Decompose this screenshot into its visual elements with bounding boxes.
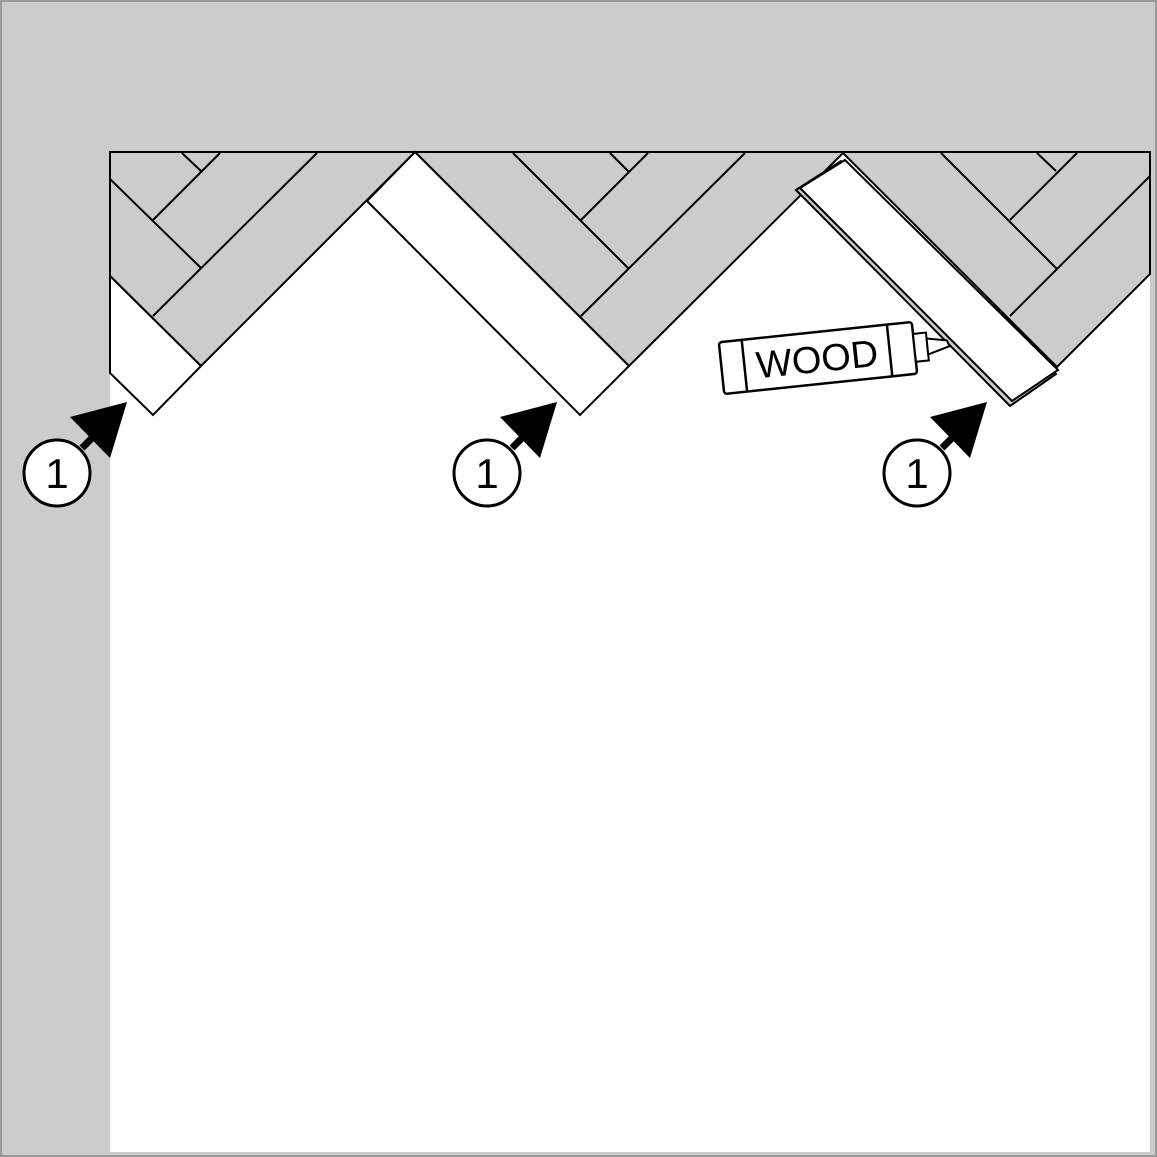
new-plank [794,158,1060,408]
arrow-head-icon [70,402,127,458]
callout-circle [22,438,92,508]
callout-circle [452,438,522,508]
callout-circle [882,438,952,508]
callout-1: 1 [22,402,127,508]
tube-band-left [740,339,749,392]
wood-glue-tube: WOOD [717,321,951,395]
callout-2: 1 [452,402,557,508]
tube-band-right [885,324,894,377]
callout-3: 1 [882,402,987,508]
new-plank-face [798,158,1060,403]
plank-seams [109,151,1151,317]
tube-nozzle [925,337,951,356]
edge-plank-left [109,273,203,417]
edge-plank-middle [365,150,631,417]
arrow-head-icon [500,402,557,458]
arrow-head-icon [930,402,987,458]
callout-number: 1 [475,450,498,497]
callout-number: 1 [905,450,928,497]
callout-number: 1 [45,450,68,497]
